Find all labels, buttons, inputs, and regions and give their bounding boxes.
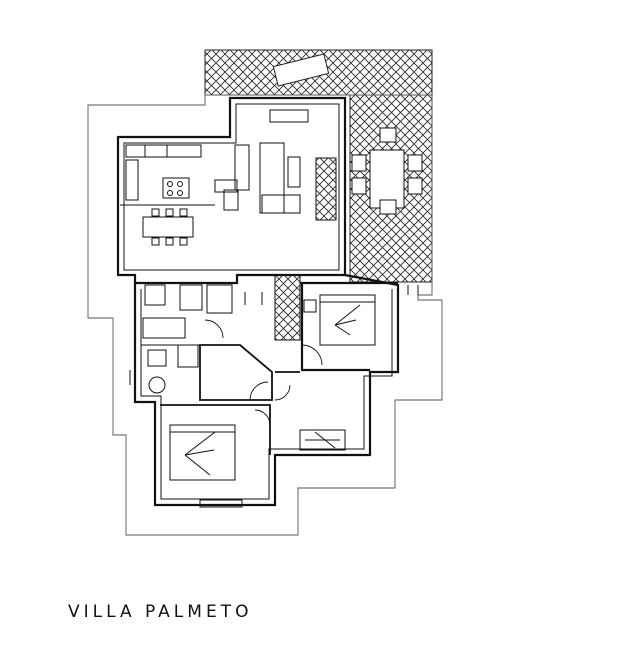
master-bedroom-bed xyxy=(303,294,376,346)
plan-title: VILLA PALMETO xyxy=(68,602,253,622)
window-markers xyxy=(129,285,419,385)
house-walls xyxy=(116,96,400,507)
living-room-furniture xyxy=(259,109,337,221)
terrace-table xyxy=(351,127,423,215)
kitchen-area xyxy=(120,144,250,211)
wall-inner-lines xyxy=(123,103,393,500)
large-bedroom-bed xyxy=(169,424,243,508)
bathroom-fixtures xyxy=(141,284,233,394)
sun-lounger xyxy=(272,53,330,87)
small-bedroom-bed xyxy=(299,429,346,451)
dining-table xyxy=(142,208,194,246)
door-swings xyxy=(204,319,323,426)
planter-box xyxy=(274,274,301,341)
property-boundary xyxy=(87,94,443,536)
entry-corridor xyxy=(160,344,300,455)
